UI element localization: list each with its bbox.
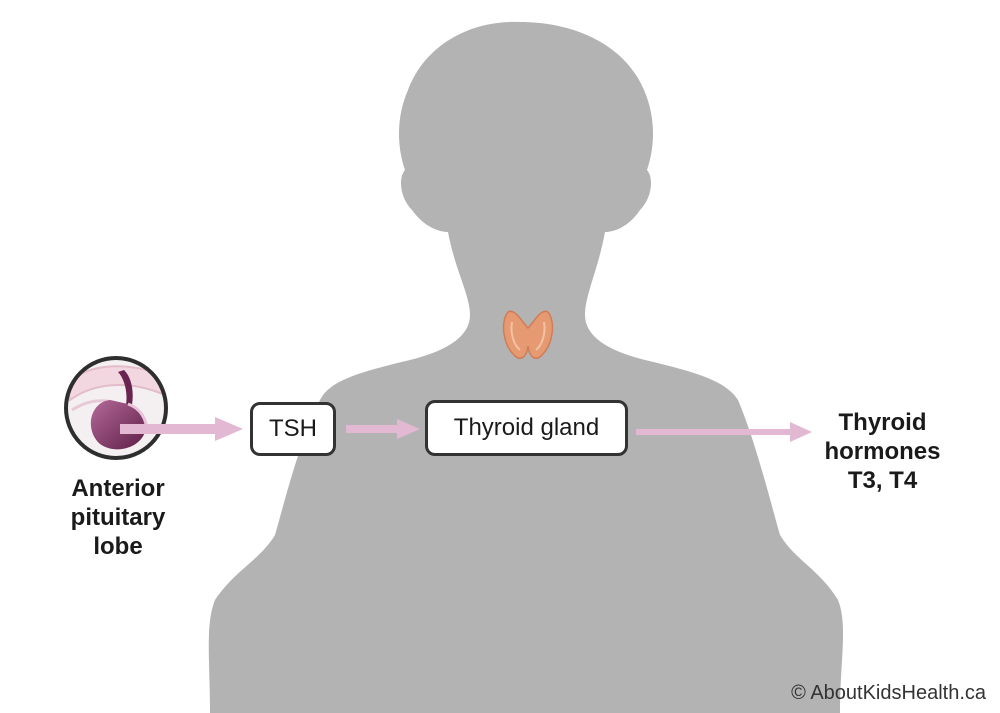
pituitary-gland-icon bbox=[66, 358, 166, 458]
tsh-box: TSH bbox=[250, 402, 336, 456]
label-line: pituitary bbox=[48, 503, 188, 532]
thyroid-gland-box: Thyroid gland bbox=[425, 400, 628, 456]
tsh-label: TSH bbox=[269, 415, 317, 443]
thyroid-gland-label: Thyroid gland bbox=[454, 414, 599, 442]
label-line: Anterior bbox=[48, 474, 188, 503]
copyright-credit: © AboutKidsHealth.ca bbox=[791, 682, 986, 705]
body-silhouette bbox=[209, 22, 843, 713]
thyroid-hormones-label: Thyroid hormones T3, T4 bbox=[795, 408, 970, 495]
label-line: lobe bbox=[48, 532, 188, 561]
label-line: T3, T4 bbox=[795, 466, 970, 495]
label-line: hormones bbox=[795, 437, 970, 466]
label-line: Thyroid bbox=[795, 408, 970, 437]
anterior-pituitary-label: Anterior pituitary lobe bbox=[48, 474, 188, 561]
